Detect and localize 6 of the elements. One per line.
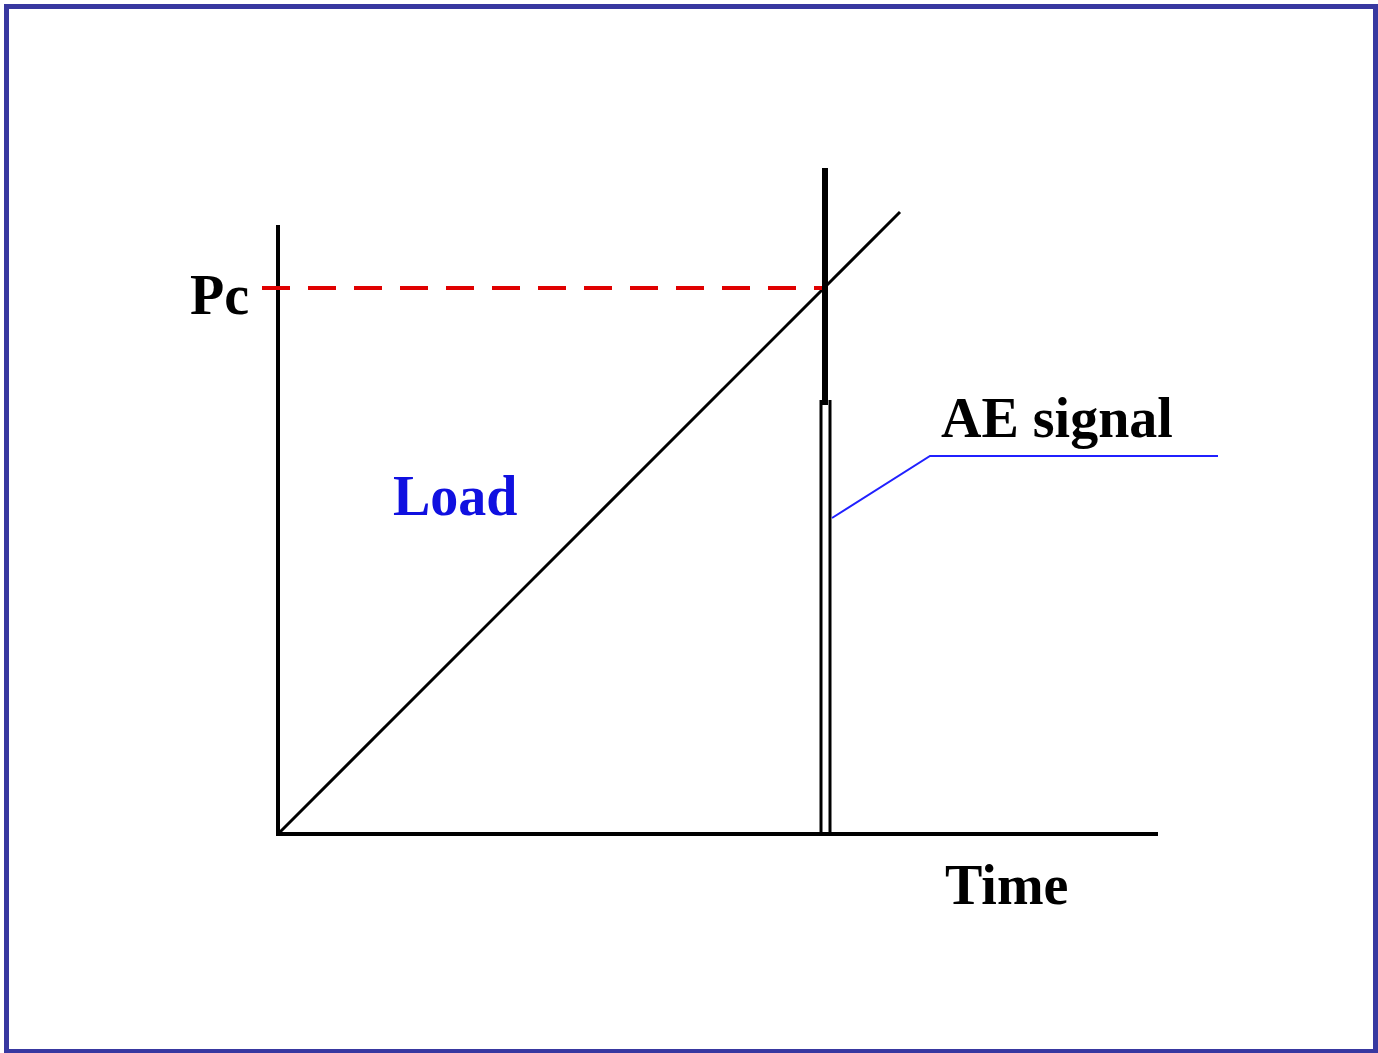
axis-label: Time (945, 855, 1069, 915)
leader-line (831, 455, 1219, 519)
ae-signal-spike (819, 168, 832, 836)
axis-label: Pc (190, 265, 250, 325)
signal-label: AE signal (935, 388, 1218, 456)
curve-label: Load (393, 466, 518, 526)
